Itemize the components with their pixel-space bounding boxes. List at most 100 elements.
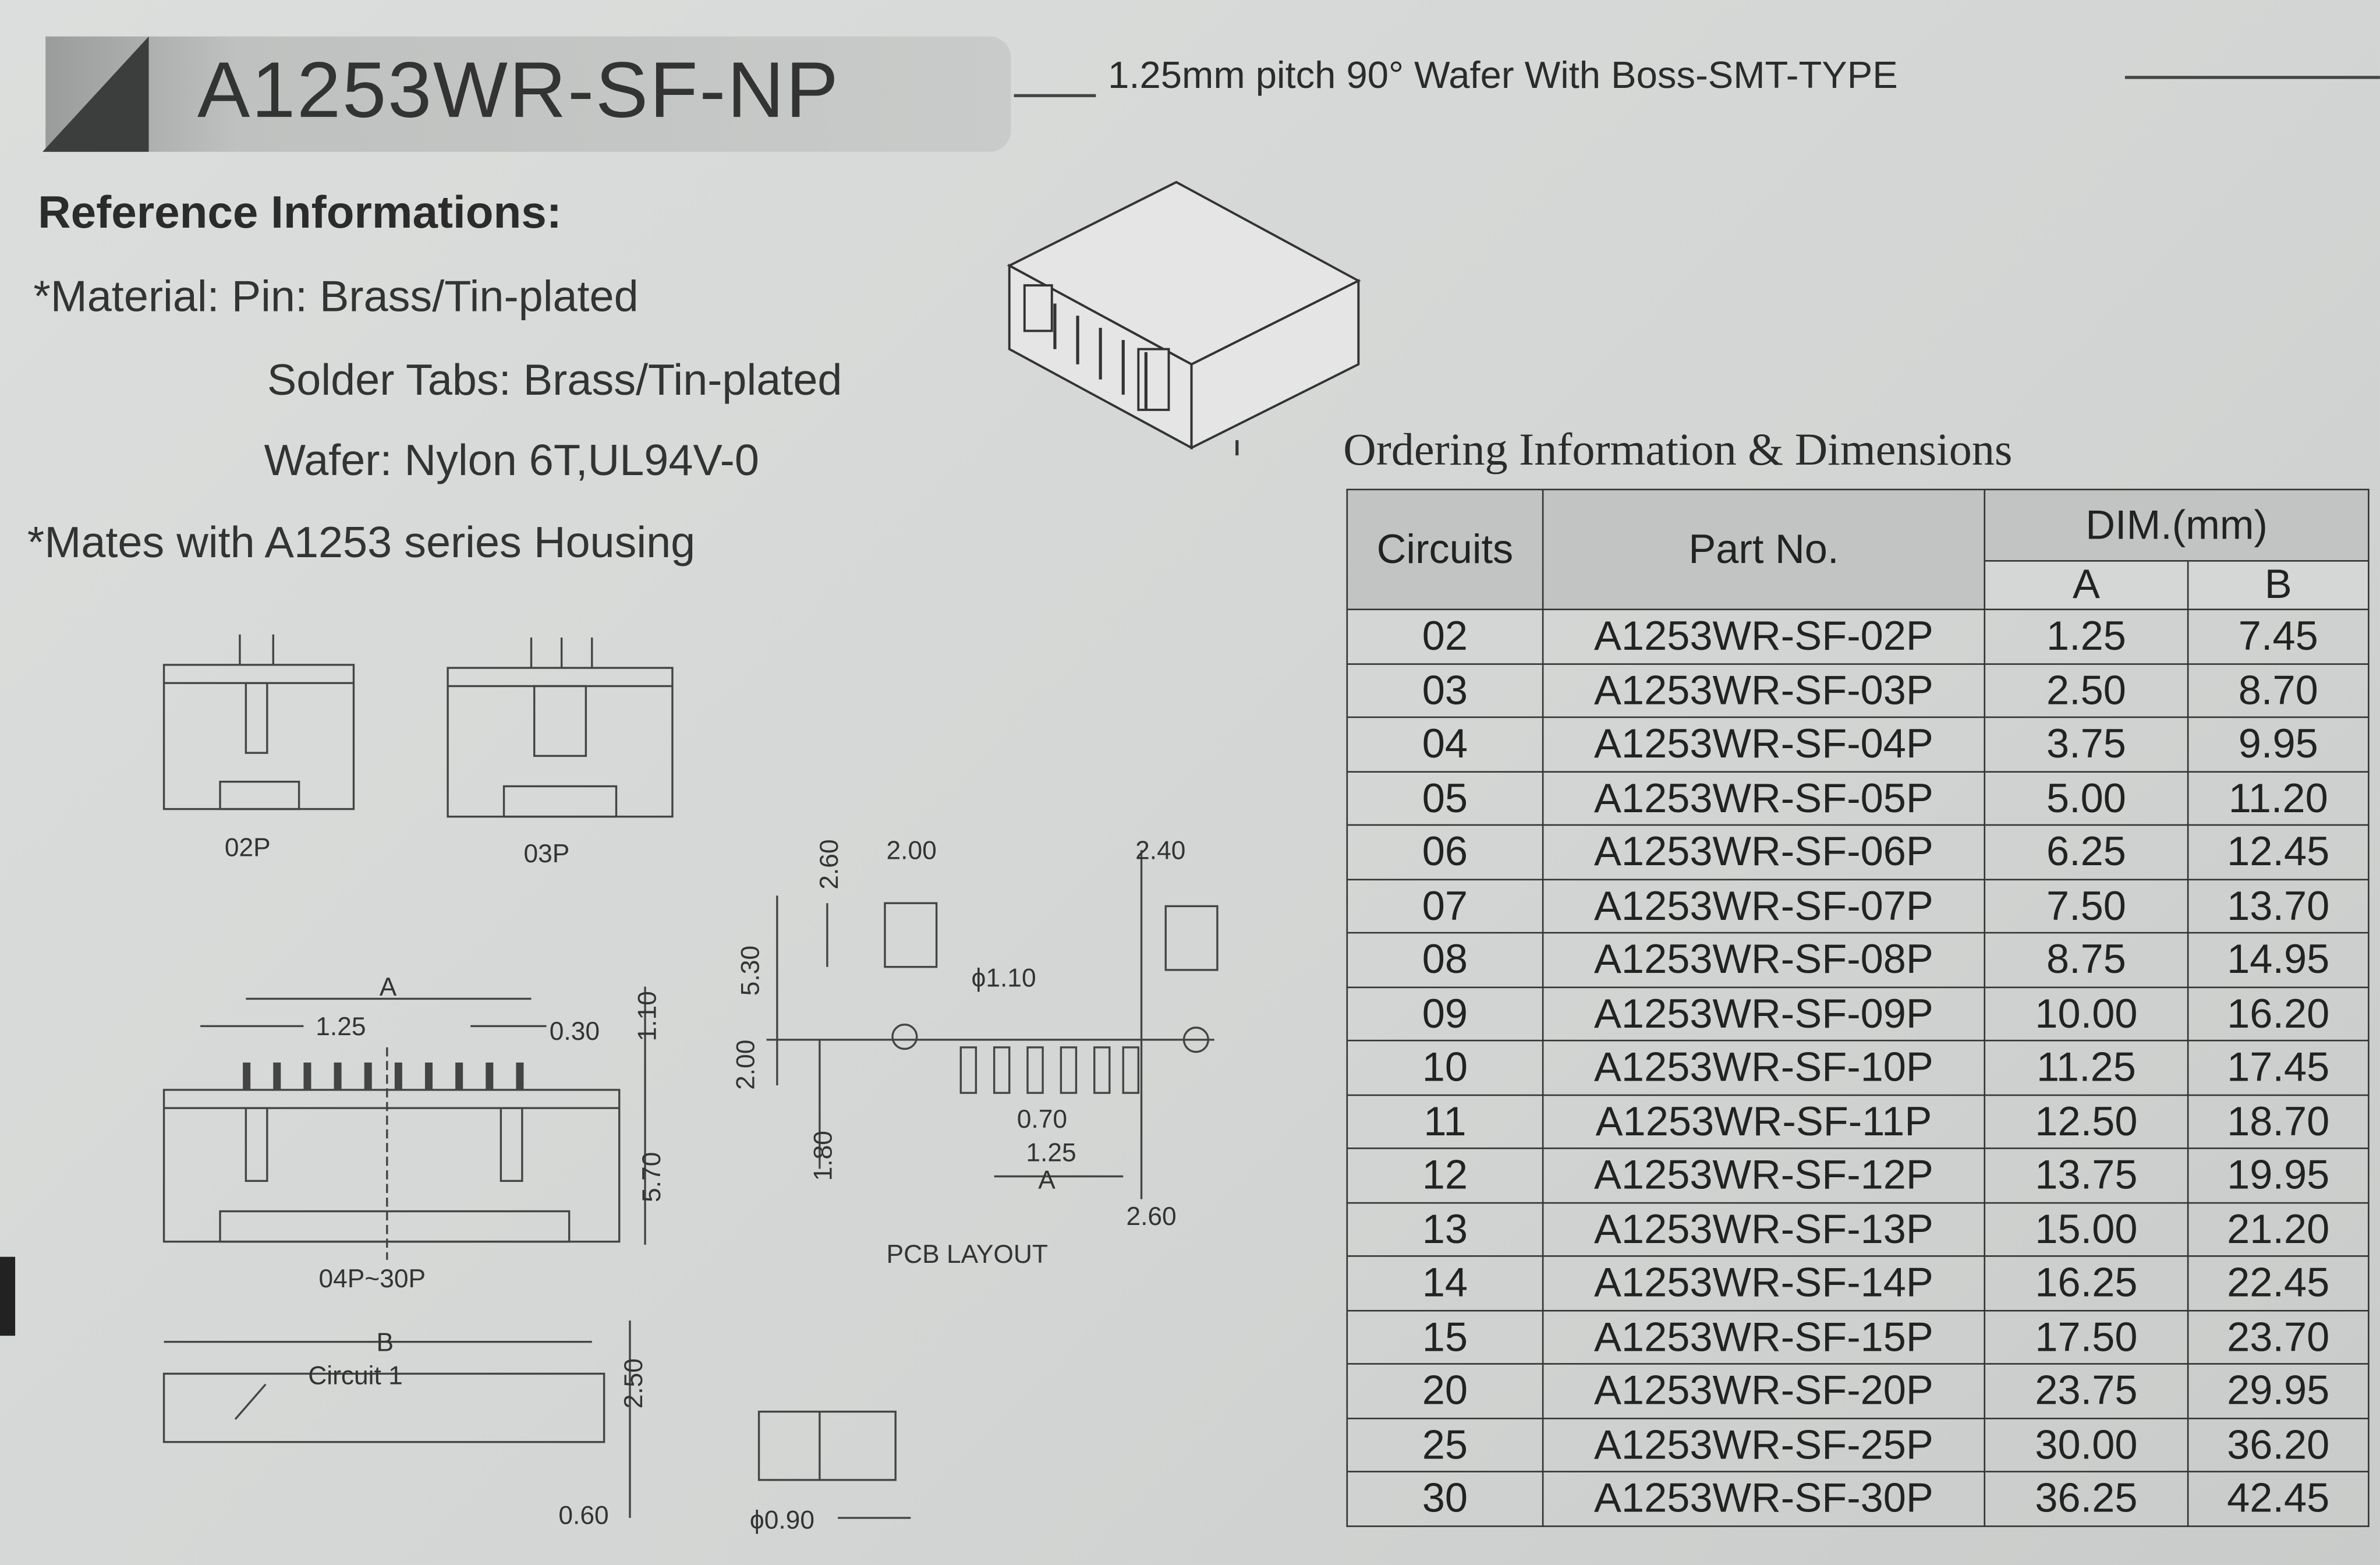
banner-triangle-icon: [42, 36, 149, 152]
cell-dim-b: 22.45: [2187, 1255, 2370, 1311]
material-pin: *Material: Pin: Brass/Tin-plated: [33, 273, 639, 322]
cell-circuits: 04: [1346, 716, 1544, 772]
cell-part-no: A1253WR-SF-03P: [1542, 663, 1986, 718]
cell-dim-a: 11.25: [1984, 1039, 2189, 1096]
cell-dim-b: 8.70: [2187, 663, 2370, 718]
dim-1-80: 1.80: [809, 1131, 838, 1181]
cell-part-no: A1253WR-SF-12P: [1542, 1147, 1986, 1203]
cell-circuits: 15: [1346, 1309, 1544, 1365]
cell-dim-a: 17.50: [1984, 1309, 2189, 1365]
cell-part-no: A1253WR-SF-05P: [1542, 770, 1986, 826]
cell-part-no: A1253WR-SF-30P: [1542, 1471, 1986, 1527]
label-03p: 03P: [523, 840, 569, 868]
cell-dim-a: 3.75: [1984, 716, 2189, 772]
cell-dim-a: 5.00: [1984, 770, 2189, 826]
dim-0-60: 0.60: [558, 1502, 608, 1530]
dim-1-10: 1.10: [633, 991, 661, 1041]
cell-dim-b: 14.95: [2187, 932, 2370, 987]
ordering-heading: Ordering Information & Dimensions: [1343, 424, 2013, 476]
cell-circuits: 11: [1346, 1093, 1544, 1149]
cell-circuits: 08: [1346, 932, 1544, 987]
cell-circuits: 12: [1346, 1147, 1544, 1203]
dim-b: B: [377, 1328, 394, 1357]
connector-3d-illustration: [1007, 180, 1361, 456]
cell-dim-a: 36.25: [1984, 1471, 2189, 1527]
cell-part-no: A1253WR-SF-10P: [1542, 1039, 1986, 1096]
cell-dim-b: 16.20: [2187, 986, 2370, 1042]
cell-circuits: 13: [1346, 1201, 1544, 1257]
col-dim: DIM.(mm): [1984, 488, 2370, 562]
cell-dim-b: 7.45: [2187, 608, 2370, 664]
cell-dim-a: 10.00: [1984, 986, 2189, 1042]
material-solder-tabs: Solder Tabs: Brass/Tin-plated: [267, 356, 842, 406]
dim-2-40: 2.40: [1135, 837, 1185, 865]
dim-2-60-bottom: 2.60: [1126, 1202, 1176, 1231]
cell-dim-b: 13.70: [2187, 878, 2370, 934]
cell-dim-a: 6.25: [1984, 824, 2189, 880]
cell-dim-b: 12.45: [2187, 824, 2370, 880]
dim-5-70: 5.70: [638, 1152, 666, 1202]
dim-0-70: 0.70: [1017, 1105, 1067, 1134]
cell-part-no: A1253WR-SF-15P: [1542, 1309, 1986, 1365]
title-banner: [45, 36, 1011, 152]
divider: [2124, 76, 2380, 79]
reference-heading: Reference Informations:: [38, 188, 562, 239]
technical-drawings: 02P 03P 04P~30P PCB LAYOUT A 1.25 0.30 1…: [162, 634, 1219, 1534]
cell-dim-b: 17.45: [2187, 1039, 2370, 1096]
cell-dim-b: 36.20: [2187, 1417, 2370, 1472]
cell-circuits: 09: [1346, 986, 1544, 1042]
page-edge-tab: [0, 1256, 16, 1336]
cell-dim-a: 7.50: [1984, 878, 2189, 934]
dim-phi-1-10: ϕ1.10: [972, 964, 1036, 993]
col-b: B: [2187, 560, 2370, 611]
cell-circuits: 20: [1346, 1363, 1544, 1419]
dim-phi-0-90: ϕ0.90: [750, 1506, 814, 1534]
dim-0-30: 0.30: [550, 1017, 600, 1046]
cell-part-no: A1253WR-SF-06P: [1542, 824, 1986, 880]
cell-dim-a: 12.50: [1984, 1093, 2189, 1149]
dim-2-00-side: 2.00: [732, 1040, 760, 1090]
dim-pitch: 1.25: [316, 1012, 366, 1041]
cell-dim-a: 8.75: [1984, 932, 2189, 987]
cell-part-no: A1253WR-SF-20P: [1542, 1363, 1986, 1419]
cell-circuits: 03: [1346, 663, 1544, 718]
col-a: A: [1984, 560, 2189, 611]
mates-with: *Mates with A1253 series Housing: [27, 519, 696, 568]
cell-dim-b: 21.20: [2187, 1201, 2370, 1257]
col-part-no: Part No.: [1542, 488, 1986, 611]
dim-2-60-top: 2.60: [815, 840, 844, 890]
cell-dim-a: 15.00: [1984, 1201, 2189, 1257]
cell-dim-a: 23.75: [1984, 1363, 2189, 1419]
cell-dim-b: 18.70: [2187, 1093, 2370, 1149]
label-pcb-layout: PCB LAYOUT: [887, 1240, 1048, 1269]
cell-dim-b: 42.45: [2187, 1471, 2370, 1527]
cell-circuits: 25: [1346, 1417, 1544, 1472]
cell-dim-b: 19.95: [2187, 1147, 2370, 1203]
cell-part-no: A1253WR-SF-02P: [1542, 608, 1986, 664]
cell-circuits: 14: [1346, 1255, 1544, 1311]
dim-1-25-pcb: 1.25: [1026, 1138, 1076, 1167]
cell-dim-b: 29.95: [2187, 1363, 2370, 1419]
label-04p-30p: 04P~30P: [318, 1265, 426, 1293]
cell-circuits: 05: [1346, 770, 1544, 826]
cell-circuits: 07: [1346, 878, 1544, 934]
cell-part-no: A1253WR-SF-13P: [1542, 1201, 1986, 1257]
cell-part-no: A1253WR-SF-08P: [1542, 932, 1986, 987]
dim-2-00-top: 2.00: [887, 837, 937, 865]
